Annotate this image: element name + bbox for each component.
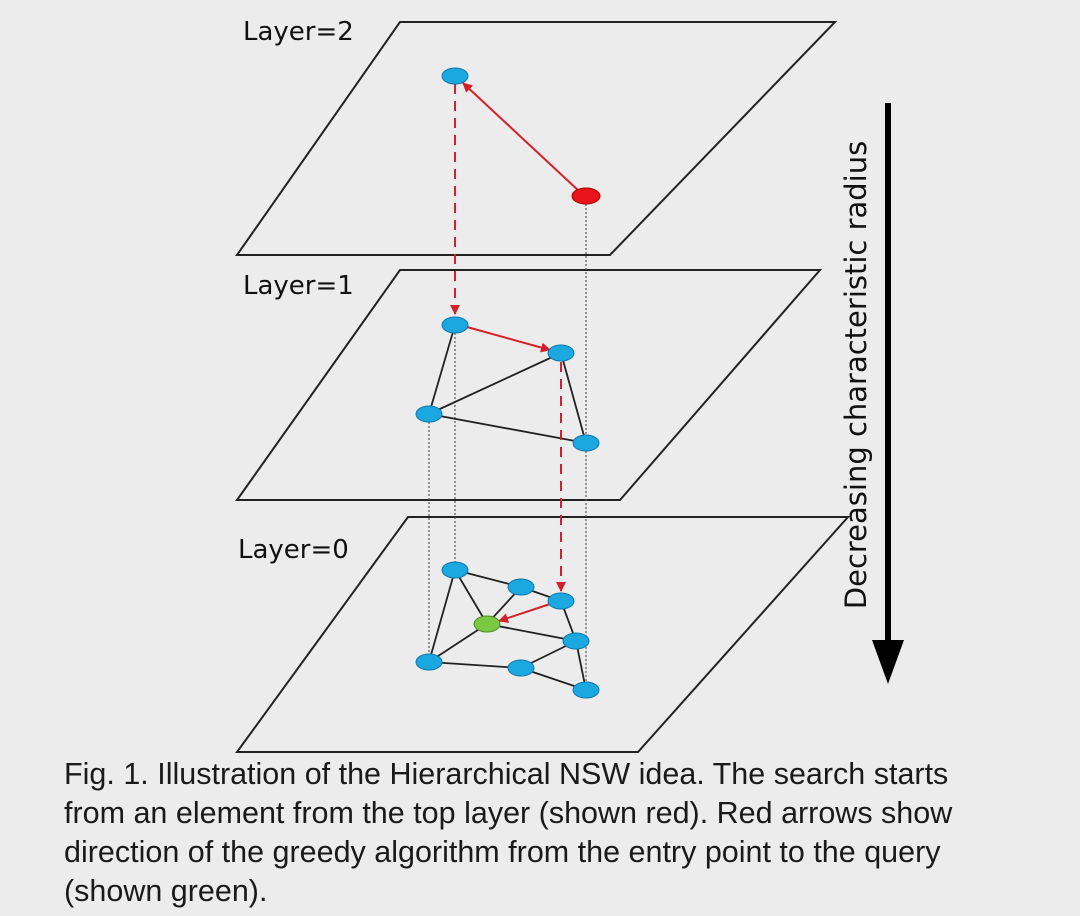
graph-node bbox=[547, 592, 575, 610]
search-path bbox=[450, 82, 581, 623]
entry-point-node bbox=[571, 187, 601, 205]
radius-axis-label: Decreasing characteristic radius bbox=[839, 141, 873, 609]
graph-node bbox=[572, 681, 600, 699]
layer-0-nodes bbox=[415, 561, 600, 699]
layer-1-edges bbox=[428, 324, 587, 444]
graph-node bbox=[572, 434, 600, 452]
graph-node bbox=[562, 632, 590, 650]
layer-2-label: Layer=2 bbox=[243, 17, 354, 47]
graph-node bbox=[547, 344, 575, 362]
graph-node bbox=[415, 653, 443, 671]
graph-node bbox=[441, 67, 469, 85]
layer-2-plane bbox=[235, 21, 838, 256]
graph-node bbox=[441, 316, 469, 334]
layer-1-label: Layer=1 bbox=[243, 271, 354, 301]
graph-node bbox=[507, 659, 535, 677]
layer-0-label: Layer=0 bbox=[238, 535, 349, 565]
caption-line: from an element from the top layer (show… bbox=[64, 796, 953, 830]
figure-caption: Fig. 1. Illustration of the Hierarchical… bbox=[64, 755, 1070, 911]
graph-node bbox=[415, 405, 443, 423]
layer-1-plane bbox=[235, 269, 823, 501]
graph-node bbox=[507, 578, 535, 596]
caption-line: direction of the greedy algorithm from t… bbox=[64, 835, 941, 869]
layer-1-nodes bbox=[415, 316, 600, 452]
caption-line: (shown green). bbox=[64, 874, 268, 908]
radius-arrow bbox=[872, 103, 904, 684]
search-arrow-layer2 bbox=[462, 82, 581, 193]
search-arrow-layer0 bbox=[498, 603, 551, 623]
graph-node bbox=[441, 561, 469, 579]
layer-0-plane bbox=[235, 516, 851, 753]
query-node bbox=[473, 615, 501, 633]
node-projection-lines bbox=[428, 196, 587, 690]
layer-0-edges bbox=[428, 569, 587, 691]
caption-line: Fig. 1. Illustration of the Hierarchical… bbox=[64, 757, 949, 791]
search-arrow-layer1 bbox=[466, 326, 551, 353]
